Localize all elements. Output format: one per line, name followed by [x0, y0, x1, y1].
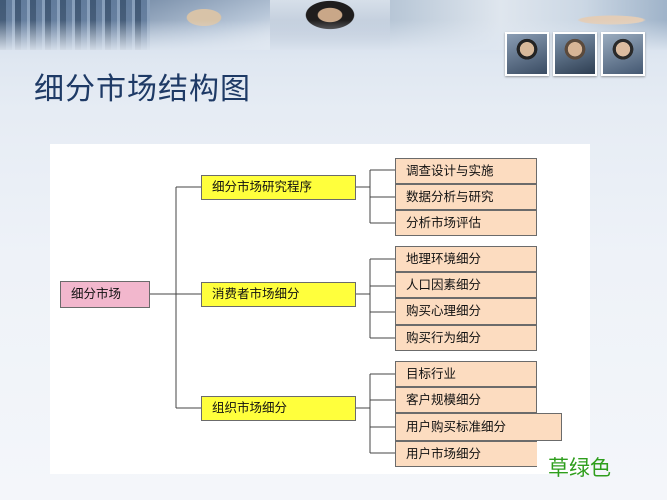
leaf-node: 目标行业	[395, 361, 537, 387]
leaf-node: 购买心理细分	[395, 298, 537, 325]
slide-title: 细分市场结构图	[34, 72, 251, 107]
leaf-node: 地理环境细分	[395, 246, 537, 272]
leaf-node: 用户购买标准细分	[395, 413, 562, 441]
leaf-node: 人口因素细分	[395, 272, 537, 298]
leaf-node: 分析市场评估	[395, 210, 537, 236]
leaf-node: 客户规模细分	[395, 387, 537, 413]
connector-lines	[150, 169, 395, 454]
diagram-panel: 细分市场 细分市场研究程序 消费者市场细分 组织市场细分 调查设计与实施 数据分…	[50, 144, 590, 474]
thumbnail-photo-1	[505, 32, 549, 76]
root-node: 细分市场	[60, 281, 150, 308]
branch-node-organization-market: 组织市场细分	[201, 396, 356, 421]
branch-node-consumer-market: 消费者市场细分	[201, 282, 356, 307]
color-caption: 草绿色	[548, 456, 611, 480]
thumbnail-photo-2	[553, 32, 597, 76]
leaf-node: 购买行为细分	[395, 325, 537, 351]
leaf-node: 调查设计与实施	[395, 158, 537, 184]
leaf-node: 用户市场细分	[395, 441, 537, 467]
leaf-node: 数据分析与研究	[395, 184, 537, 210]
branch-node-research-process: 细分市场研究程序	[201, 175, 356, 200]
thumbnail-photo-3	[601, 32, 645, 76]
